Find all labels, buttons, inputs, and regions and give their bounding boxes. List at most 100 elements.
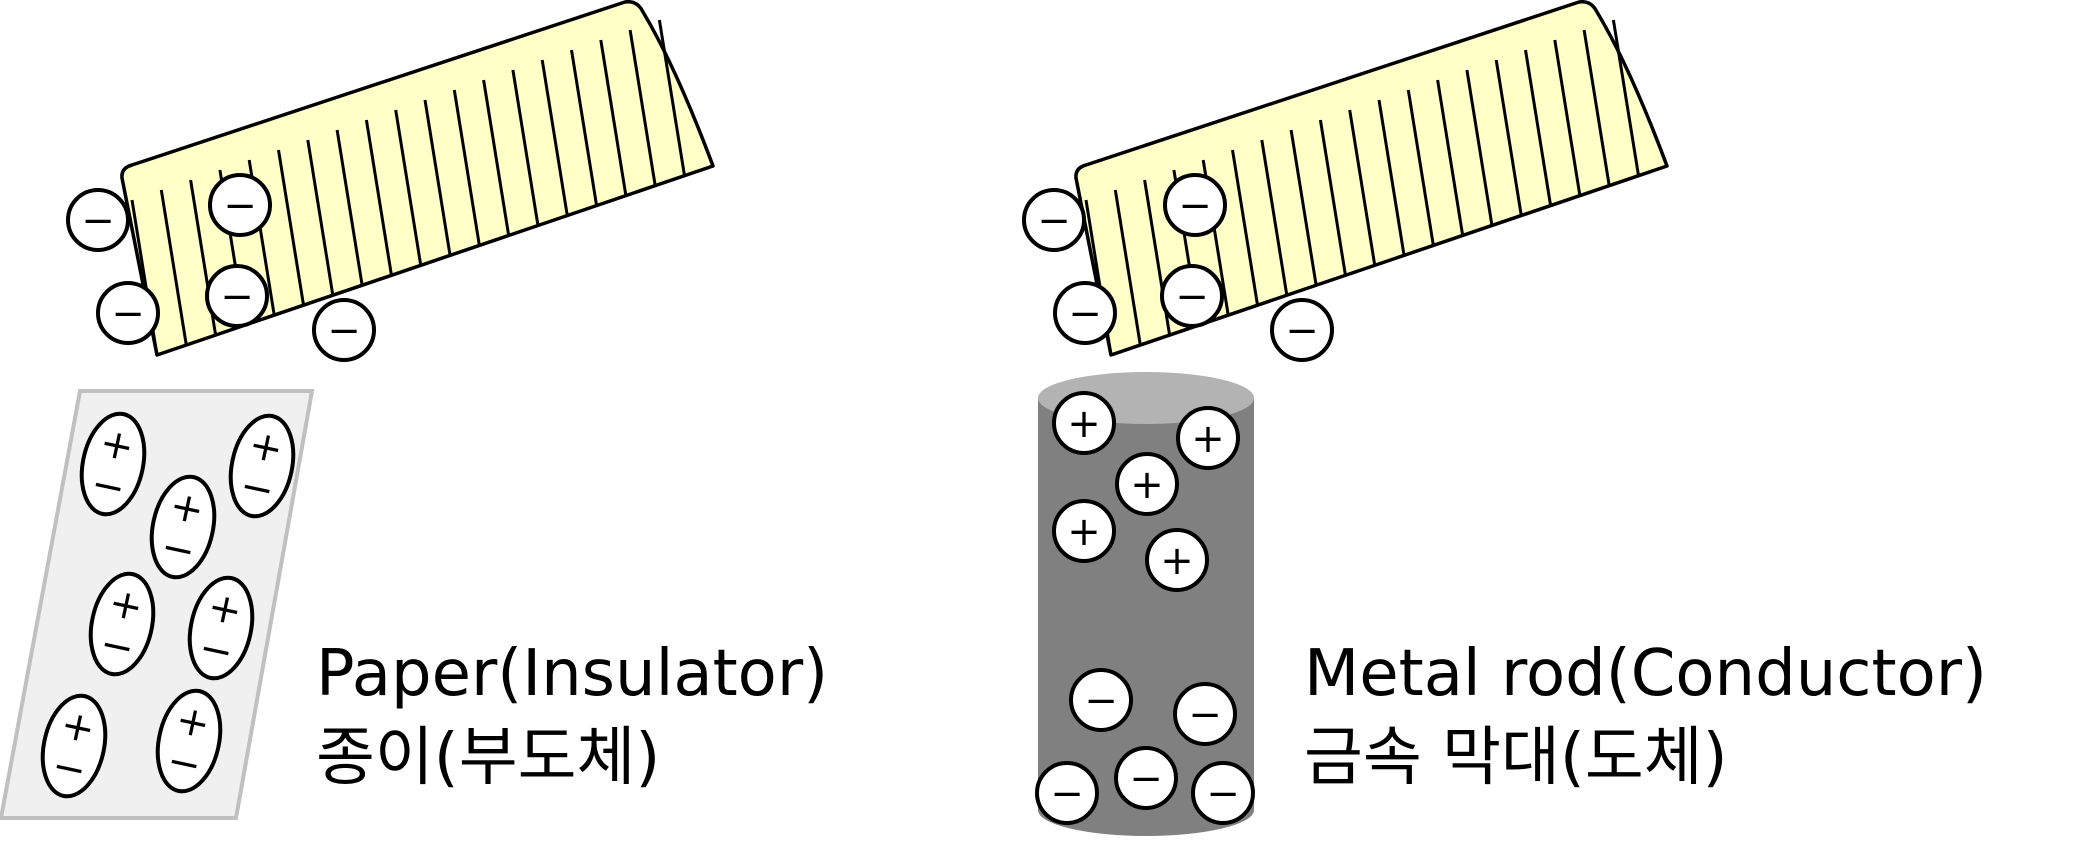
comb-tooth <box>540 59 569 216</box>
negative-charge-circle <box>1069 668 1133 732</box>
electron-circle <box>1053 281 1117 345</box>
positive-charge-circle <box>1052 391 1116 455</box>
polarized-molecule: +− <box>40 693 108 799</box>
negative-charge-circle <box>1173 682 1237 746</box>
electron-sign: − <box>1178 183 1212 229</box>
electron: − <box>1160 264 1224 328</box>
electron-circle <box>1022 188 1086 252</box>
electron: − <box>96 281 160 345</box>
electron-sign: − <box>1037 198 1071 244</box>
comb-tooth <box>423 99 452 256</box>
negative-charge: − <box>1191 761 1255 825</box>
electron-sign: − <box>223 183 257 229</box>
comb-tooth <box>599 39 628 196</box>
electron-circle <box>208 173 272 237</box>
comb-tooth <box>1611 19 1640 176</box>
electron: − <box>205 264 269 328</box>
positive-charge-sign: + <box>1130 462 1164 508</box>
rod-caption-en: Metal rod(Conductor) <box>1304 637 1987 711</box>
positive-charge-sign: + <box>1191 416 1225 462</box>
rod-caption-ko: 금속 막대(도체) <box>1304 721 1728 795</box>
comb-tooth <box>364 119 393 276</box>
comb-left-electrons: − − − − − <box>66 173 376 362</box>
comb-tooth <box>1377 99 1406 256</box>
electron-sign: − <box>327 308 361 354</box>
negative-charge-sign: − <box>1206 771 1240 817</box>
positive-charge: + <box>1052 391 1116 455</box>
electron-sign: − <box>81 198 115 244</box>
negative-charge-circle <box>1114 746 1178 810</box>
electron-circle <box>205 264 269 328</box>
comb-tooth <box>628 29 657 186</box>
polarized-molecule: +− <box>187 575 255 681</box>
polarized-molecule: +− <box>228 413 296 519</box>
electron: − <box>66 188 130 252</box>
electron: − <box>1163 173 1227 237</box>
comb-tooth <box>1524 49 1552 206</box>
comb-tooth <box>1231 149 1259 306</box>
comb-tooth <box>1260 139 1289 296</box>
negative-charge: − <box>1035 761 1099 825</box>
electron-circle <box>1270 298 1334 362</box>
electron-circle <box>66 188 130 252</box>
polarized-molecule: +− <box>88 571 156 677</box>
electron-circle <box>312 298 376 362</box>
positive-charge-circle <box>1176 406 1240 470</box>
electron-sign: − <box>111 291 145 337</box>
comb-tooth <box>482 79 511 236</box>
molecule-outline <box>187 575 255 681</box>
comb-tooth <box>1289 129 1318 286</box>
molecule-outline <box>155 688 223 794</box>
comb-right-electrons: −−−−− <box>1022 173 1334 362</box>
paper-caption-ko: 종이(부도체) <box>316 721 661 795</box>
electron: − <box>208 173 272 237</box>
positive-charge-sign: + <box>1067 401 1101 447</box>
electron: − <box>1053 281 1117 345</box>
comb-tooth <box>657 19 686 176</box>
comb-tooth <box>1494 59 1523 216</box>
rod-caption: Metal rod(Conductor) 금속 막대(도체) <box>1304 632 1987 800</box>
rod-negative-charges: −−−−− <box>1035 668 1255 825</box>
positive-charge-circle <box>1145 528 1209 592</box>
electron-circle <box>1163 173 1227 237</box>
paper-caption-en: Paper(Insulator) <box>316 637 829 711</box>
negative-charge: − <box>1114 746 1178 810</box>
negative-charge-circle <box>1191 761 1255 825</box>
comb-tooth <box>394 109 423 266</box>
electron-circle <box>1160 264 1224 328</box>
comb-tooth <box>1406 89 1435 246</box>
comb-tooth <box>1318 119 1347 276</box>
negative-charge-sign: − <box>1129 756 1163 802</box>
negative-charge-circle <box>1035 761 1099 825</box>
comb-tooth <box>335 129 364 286</box>
positive-charge-sign: + <box>1067 509 1101 555</box>
positive-charge-circle <box>1052 499 1116 563</box>
polarized-molecule: +− <box>149 474 217 580</box>
comb-tooth <box>1465 69 1494 226</box>
electron-circle <box>96 281 160 345</box>
rod-positive-charges: + + + + + <box>1052 391 1240 592</box>
molecule-outline <box>79 411 147 517</box>
electron-sign: − <box>1175 274 1209 320</box>
comb-tooth <box>1348 109 1377 266</box>
molecule-outline <box>228 413 296 519</box>
negative-charge-sign: − <box>1084 678 1118 724</box>
polarized-molecule: +− <box>155 688 223 794</box>
comb-tooth <box>1113 189 1142 346</box>
electron-sign: − <box>220 274 254 320</box>
comb-left-body <box>120 0 715 357</box>
positive-charge: + <box>1052 499 1116 563</box>
paper-dipoles: +−+−+−+−+−+−+− <box>40 411 296 799</box>
negative-charge: − <box>1173 682 1237 746</box>
comb-tooth <box>1436 79 1465 236</box>
comb-tooth <box>452 89 481 246</box>
comb-tooth <box>511 69 540 226</box>
comb-right-body <box>1074 0 1669 357</box>
electron-sign: − <box>1068 291 1102 337</box>
paper-caption: Paper(Insulator) 종이(부도체) <box>316 632 828 800</box>
electron: − <box>312 298 376 362</box>
comb-tooth <box>277 149 305 306</box>
comb-tooth <box>159 189 188 346</box>
positive-charge: + <box>1145 528 1209 592</box>
